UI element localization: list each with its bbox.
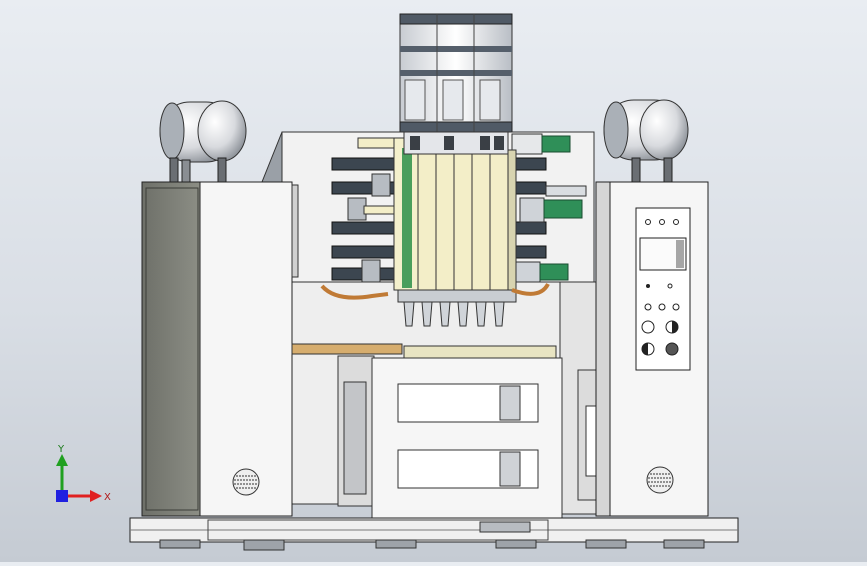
x-axis-label: X [104, 492, 111, 503]
right-vent-grille [646, 466, 674, 494]
left-rail-brackets [331, 137, 401, 283]
servo-motors [509, 133, 587, 283]
left-cabinet [141, 181, 299, 517]
left-air-tank [159, 100, 247, 185]
welding-electrodes [397, 289, 517, 327]
base-plate [129, 517, 739, 551]
top-cylinder-stack [399, 13, 513, 133]
z-axis-marker [56, 490, 68, 502]
right-rail-brackets [511, 157, 547, 259]
right-cabinet [595, 181, 709, 517]
power-cable-loop [320, 284, 389, 300]
right-air-tank [603, 99, 689, 185]
coordinate-triad: Y X [56, 444, 111, 503]
left-vent-grille [232, 468, 260, 496]
control-panel-buttons [641, 219, 680, 356]
y-axis-label: Y [57, 444, 65, 455]
welding-head-columns [393, 131, 517, 291]
lower-fixture [291, 343, 563, 519]
power-cable-loop-right [511, 282, 550, 296]
